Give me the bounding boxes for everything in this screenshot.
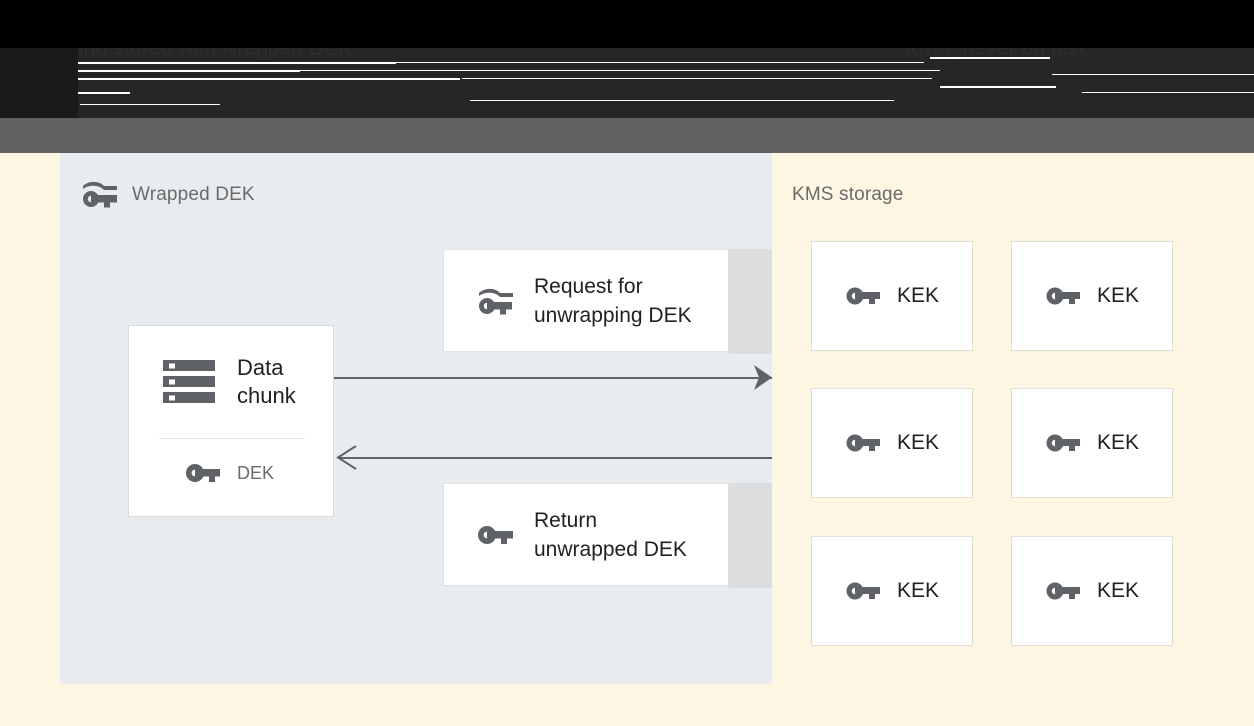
response-arrow-head — [336, 445, 360, 470]
key-icon — [1045, 284, 1081, 308]
header-band — [0, 48, 1254, 118]
data-chunk-divider — [159, 438, 305, 439]
kek-content: KEK — [1045, 284, 1139, 308]
kek-card[interactable]: KEK — [811, 536, 973, 646]
request-card-shadow-strip — [729, 249, 772, 354]
response-arrow-line — [338, 457, 772, 459]
key-icon — [845, 579, 881, 603]
header-caption-right: KEK stored in KMS, never on disk — [905, 8, 1089, 60]
kek-label: KEK — [1096, 579, 1140, 602]
kek-content: KEK — [845, 284, 939, 308]
kek-card[interactable]: KEK — [1011, 388, 1173, 498]
header-caption-left: Data chunk is encrypted with DEK and sto… — [72, 8, 393, 60]
kek-content: KEK — [1045, 431, 1139, 455]
key-icon — [1045, 579, 1081, 603]
key-icon — [476, 522, 514, 548]
return-message-card[interactable]: Return unwrapped DEK — [443, 483, 729, 586]
kek-label: KEK — [896, 431, 940, 454]
kek-content: KEK — [1045, 579, 1139, 603]
request-arrow-line — [334, 377, 772, 379]
kek-content: KEK — [845, 431, 939, 455]
wrapped-key-icon — [80, 181, 118, 209]
kek-card[interactable]: KEK — [1011, 536, 1173, 646]
kek-label: KEK — [896, 284, 940, 307]
header-toolbar-band — [0, 118, 1254, 153]
kek-content: KEK — [845, 579, 939, 603]
data-chunk-label: Data chunk — [237, 355, 296, 408]
page-header: Data chunk is encrypted with DEK and sto… — [0, 0, 1254, 118]
data-chunk-header: Data chunk — [161, 354, 296, 410]
return-message-label: Return unwrapped DEK — [534, 509, 687, 561]
kms-storage-title: KMS storage — [792, 184, 904, 205]
data-chunk-dek-row: DEK — [185, 462, 274, 484]
wrapped-key-icon — [476, 286, 514, 316]
return-message-content: Return unwrapped DEK — [476, 506, 687, 564]
kek-card[interactable]: KEK — [811, 241, 973, 351]
kek-label: KEK — [1096, 284, 1140, 307]
data-chunk-dek-label: DEK — [237, 462, 275, 483]
request-arrow-head — [752, 364, 774, 391]
kek-card[interactable]: KEK — [811, 388, 973, 498]
key-icon — [1045, 431, 1081, 455]
data-chunk-card[interactable]: Data chunk DEK — [128, 325, 334, 517]
storage-panel-title: Wrapped DEK — [132, 184, 255, 205]
key-icon — [845, 284, 881, 308]
key-icon — [845, 431, 881, 455]
request-message-card[interactable]: Request for unwrapping DEK — [443, 249, 729, 352]
kek-card[interactable]: KEK — [1011, 241, 1173, 351]
kek-label: KEK — [1096, 431, 1140, 454]
return-card-shadow-strip — [729, 483, 772, 588]
key-icon — [185, 462, 221, 484]
storage-server-icon — [161, 358, 217, 406]
request-message-label: Request for unwrapping DEK — [534, 275, 692, 327]
kek-label: KEK — [896, 579, 940, 602]
request-message-content: Request for unwrapping DEK — [476, 272, 692, 330]
